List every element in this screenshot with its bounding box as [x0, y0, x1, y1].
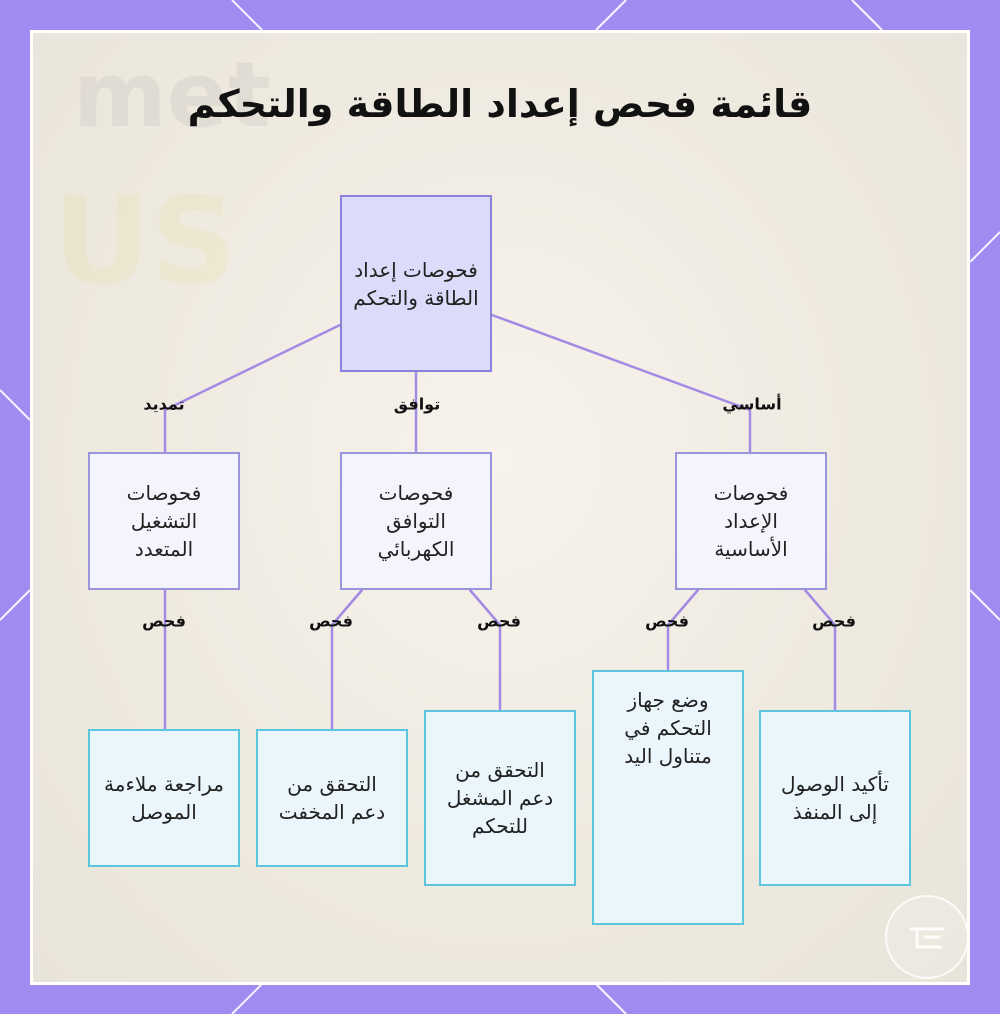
node-driver-label: التحقق من دعم المشغل للتحكم [446, 758, 554, 838]
node-dimmer-support: التحقق من دعم المخفت [256, 729, 408, 867]
node-basic-checks: فحوصات الإعداد الأساسية [675, 452, 827, 590]
diagram-title: قائمة فحص إعداد الطاقة والتحكم [187, 82, 813, 126]
node-controller-reach: وضع جهاز التحكم في متناول اليد [592, 670, 744, 925]
edge-root-ext [163, 323, 342, 454]
edge-label-basic: أساسي [722, 394, 782, 414]
node-root: فحوصات إعداد الطاقة والتحكم [340, 195, 492, 372]
node-connector-fit: مراجعة ملاءمة الموصل [88, 729, 240, 867]
node-basic-label: فحوصات الإعداد الأساسية [713, 481, 789, 561]
edge-label-ext: تمديد [143, 394, 185, 414]
edge-basic-reach [666, 588, 700, 672]
edge-label-driver: فحص [477, 611, 521, 631]
edge-label-dimmer: فحص [309, 611, 353, 631]
edge-compat-driver [468, 588, 502, 712]
edge-label-port: فحص [812, 611, 856, 631]
edge-label-compat: توافق [393, 394, 441, 414]
logo-badge-icon [885, 895, 969, 979]
node-ext-label: فحوصات التشغيل المتعدد [126, 481, 202, 561]
edge-root-basic [490, 313, 752, 454]
node-compat-checks: فحوصات التوافق الكهربائي [340, 452, 492, 590]
logo-mark-icon [909, 927, 945, 949]
edge-compat-dimmer [330, 588, 364, 731]
node-connector-label: مراجعة ملاءمة الموصل [104, 772, 224, 824]
node-port-label: تأكيد الوصول إلى المنفذ [781, 772, 889, 824]
edge-label-reach: فحص [645, 611, 689, 631]
edge-basic-port [803, 588, 837, 712]
node-driver-support: التحقق من دعم المشغل للتحكم [424, 710, 576, 886]
node-ext-checks: فحوصات التشغيل المتعدد [88, 452, 240, 590]
node-reach-label: وضع جهاز التحكم في متناول اليد [624, 688, 712, 768]
edge-label-connector: فحص [142, 611, 186, 631]
node-dimmer-label: التحقق من دعم المخفت [278, 772, 386, 824]
node-root-label: فحوصات إعداد الطاقة والتحكم [353, 257, 479, 310]
node-compat-label: فحوصات التوافق الكهربائي [377, 481, 455, 561]
node-port-access: تأكيد الوصول إلى المنفذ [759, 710, 911, 886]
